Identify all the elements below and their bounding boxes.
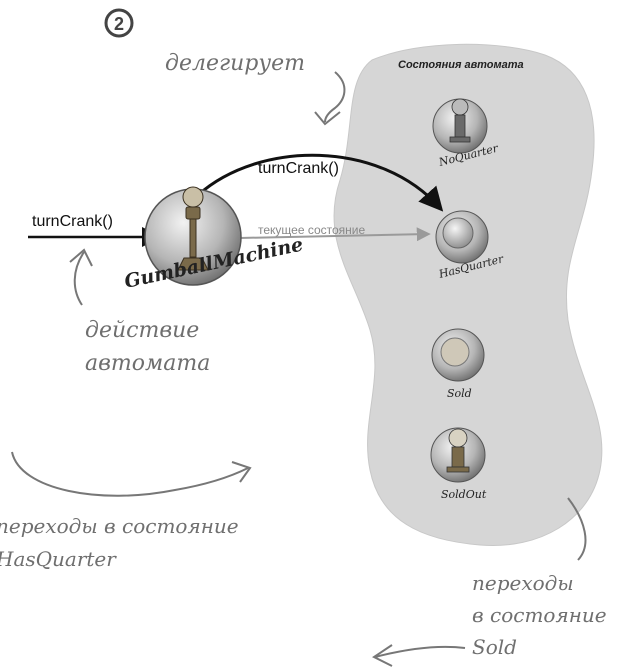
step-number: 2 [114, 14, 124, 34]
state-has-quarter [436, 211, 488, 263]
transition-has-quarter-line-2: HasQuarter [0, 547, 117, 571]
state-sold-out [431, 428, 485, 482]
action-note-arrow [75, 252, 84, 305]
states-panel-title: Состояния автомата [398, 59, 524, 71]
quarter-coin-icon [443, 218, 473, 248]
action-note-line-1: действие [85, 318, 199, 343]
transition-sold-line-2: в состояние [472, 603, 607, 627]
state-label-sold-out: SoldOut [441, 488, 487, 501]
state-sold [432, 329, 484, 381]
delegates-note-arrow [325, 72, 344, 122]
gumball-icon [441, 338, 469, 366]
incoming-call-label: turnCrank() [32, 213, 113, 230]
action-note-line-2: автомата [85, 351, 210, 376]
current-state-label: текущее состояние [258, 223, 366, 237]
transition-has-quarter-arrow [12, 452, 248, 496]
delegates-note: делегирует [165, 51, 305, 76]
delegated-call-label: turnCrank() [258, 160, 339, 177]
state-no-quarter [433, 99, 487, 153]
transition-has-quarter-line-1: переходы в состояние [0, 514, 239, 538]
state-label-sold: Sold [447, 387, 472, 400]
transition-sold-line-3: Sold [472, 635, 517, 659]
transition-sold-line-1: переходы [472, 571, 574, 595]
